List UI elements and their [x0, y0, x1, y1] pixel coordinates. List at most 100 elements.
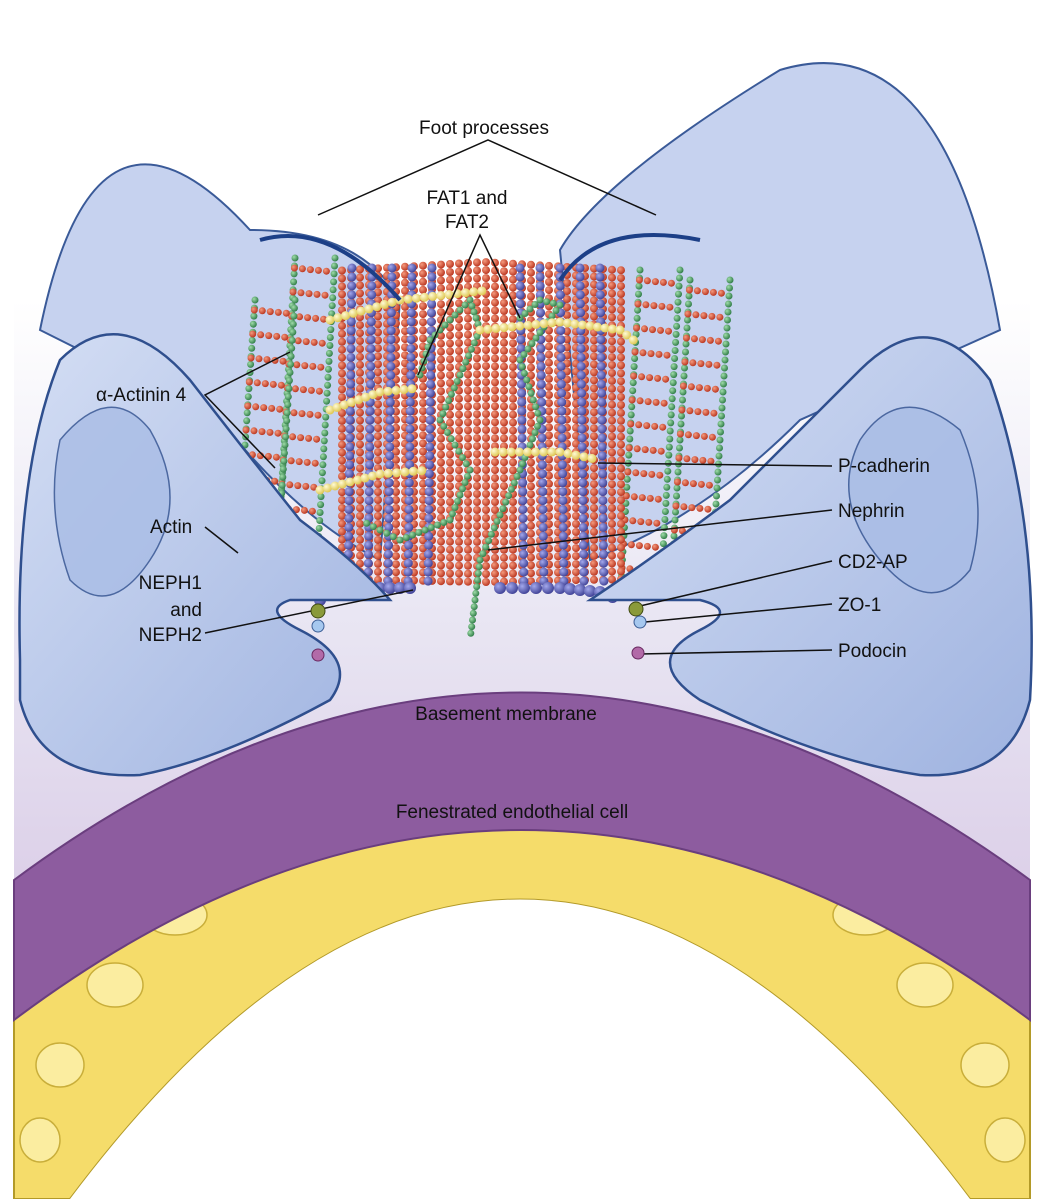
nephrin-strand-bead	[464, 450, 472, 459]
actinin-rung-bead	[289, 288, 297, 296]
actinin-rung-bead	[281, 333, 289, 341]
nephrin-blue-bead	[347, 272, 357, 282]
actinin-rung-bead	[683, 455, 691, 463]
nephrin-strand-bead	[338, 393, 346, 402]
nephrin-blue-bead	[578, 522, 588, 532]
nephrin-strand-bead	[446, 569, 454, 578]
actin-rail-bead	[683, 324, 691, 332]
actinin-rung-bead	[686, 407, 694, 415]
nephrin-blue-bead	[383, 549, 393, 559]
nephrin-strand-bead	[545, 423, 553, 432]
actin-rail-bead	[316, 517, 324, 524]
leader-cd2ap	[639, 560, 833, 607]
fat-strand-bead	[402, 534, 410, 541]
nephrin-blue-bead	[558, 540, 568, 550]
nephrin-strand-bead	[500, 386, 508, 395]
actin-rail-bead	[290, 312, 298, 320]
actinin-rung-bead	[265, 332, 273, 340]
nephrin-strand-bead	[572, 544, 580, 553]
nephrin-strand-bead	[608, 416, 616, 425]
nephrin-blue-bead	[576, 379, 586, 389]
actinin-rung-bead	[643, 277, 651, 285]
neph-base-bead	[574, 584, 586, 596]
nephrin-blue-bead	[575, 290, 585, 300]
nephrin-strand-bead	[590, 464, 598, 473]
fat-strand-bead	[525, 383, 533, 391]
nephrin-strand-bead	[473, 490, 481, 498]
actin-rail-bead	[250, 312, 258, 320]
nephrin-strand-bead	[473, 450, 481, 459]
actin-rail-bead	[722, 348, 729, 356]
nephrin-strand-bead	[455, 521, 463, 530]
actinin-rung-bead	[264, 452, 272, 460]
nephrin-strand-bead	[356, 551, 364, 560]
fat-strand-bead	[421, 526, 429, 534]
nephrin-strand-bead	[446, 339, 454, 348]
actin-rail-bead	[635, 290, 642, 298]
nephrin-strand-bead	[446, 418, 454, 427]
fat-strand-bead	[516, 466, 524, 474]
nephrin-strand-bead	[356, 321, 364, 330]
fat-strand-bead	[470, 603, 478, 611]
actinin-rung-bead	[638, 373, 646, 381]
actin-rail-bead	[290, 304, 298, 312]
nephrin-strand-bead	[509, 458, 517, 467]
nephrin-blue-bead	[385, 424, 395, 434]
nephrin-blue-bead	[578, 513, 588, 523]
actin-rail-bead	[284, 393, 292, 401]
actinin-rung-bead	[651, 278, 659, 286]
nephrin-strand-bead	[509, 347, 517, 356]
actin-rail-bead	[248, 336, 256, 344]
nephrin-blue-bead	[515, 263, 525, 273]
nephrin-blue-bead	[345, 433, 355, 443]
actinin-rung-bead	[657, 447, 665, 455]
actinin-rung-bead	[635, 421, 643, 429]
nephrin-blue-bead	[515, 290, 525, 300]
nephrin-blue-bead	[597, 415, 607, 425]
nephrin-strand-bead	[617, 551, 625, 560]
nephrin-strand-bead	[356, 488, 364, 497]
actinin-rung-bead	[273, 332, 281, 340]
zo1-dot-left	[311, 619, 325, 633]
nephrin-strand-bead	[437, 331, 445, 340]
nephrin-strand-bead	[473, 474, 481, 483]
cadherin-bead	[403, 294, 413, 304]
nephrin-blue-bead	[517, 433, 527, 443]
actinin-rung-bead	[672, 502, 680, 510]
nephrin-strand-bead	[374, 536, 382, 544]
actin-rail-bead	[718, 412, 725, 420]
nephrin-strand-bead	[527, 569, 535, 578]
leader-alpha-actinin	[203, 351, 291, 469]
actin-rail-bead	[719, 388, 727, 396]
nephrin-strand-bead	[509, 513, 517, 522]
nephrin-blue-bead	[576, 335, 586, 345]
fat-strand-bead	[534, 422, 541, 430]
actinin-rung-bead	[624, 468, 632, 476]
actinin-rung-bead	[247, 354, 255, 362]
fat-strand-bead	[536, 416, 544, 424]
fat-strand-bead	[476, 556, 484, 564]
actin-rail-bead	[668, 403, 676, 411]
actinin-rung-bead	[302, 338, 310, 346]
nephrin-strand-bead	[509, 378, 517, 387]
nephrin-strand-bead	[590, 400, 598, 409]
nephrin-strand-bead	[545, 463, 553, 472]
fat-strand-bead	[427, 524, 435, 531]
nephrin-blue-bead	[366, 335, 376, 345]
cadherin-bead	[578, 320, 587, 330]
nephrin-blue-bead	[556, 370, 566, 380]
actin-rail-bead	[278, 481, 286, 489]
cadherin-bead	[555, 317, 565, 327]
nephrin-strand-bead	[374, 543, 382, 552]
nephrin-strand-bead	[482, 450, 490, 458]
nephrin-strand-bead	[545, 278, 553, 286]
actinin-rung-bead	[705, 481, 713, 489]
actin-rail-bead	[679, 396, 686, 404]
nephrin-strand-bead	[464, 426, 472, 435]
nephrin-strand-bead	[338, 345, 346, 354]
nephrin-blue-bead	[385, 397, 395, 407]
nephrin-strand-bead	[437, 577, 445, 586]
nephrin-strand-bead	[590, 408, 598, 417]
nephrin-strand-bead	[590, 559, 598, 568]
fat-strand-bead	[446, 516, 454, 524]
